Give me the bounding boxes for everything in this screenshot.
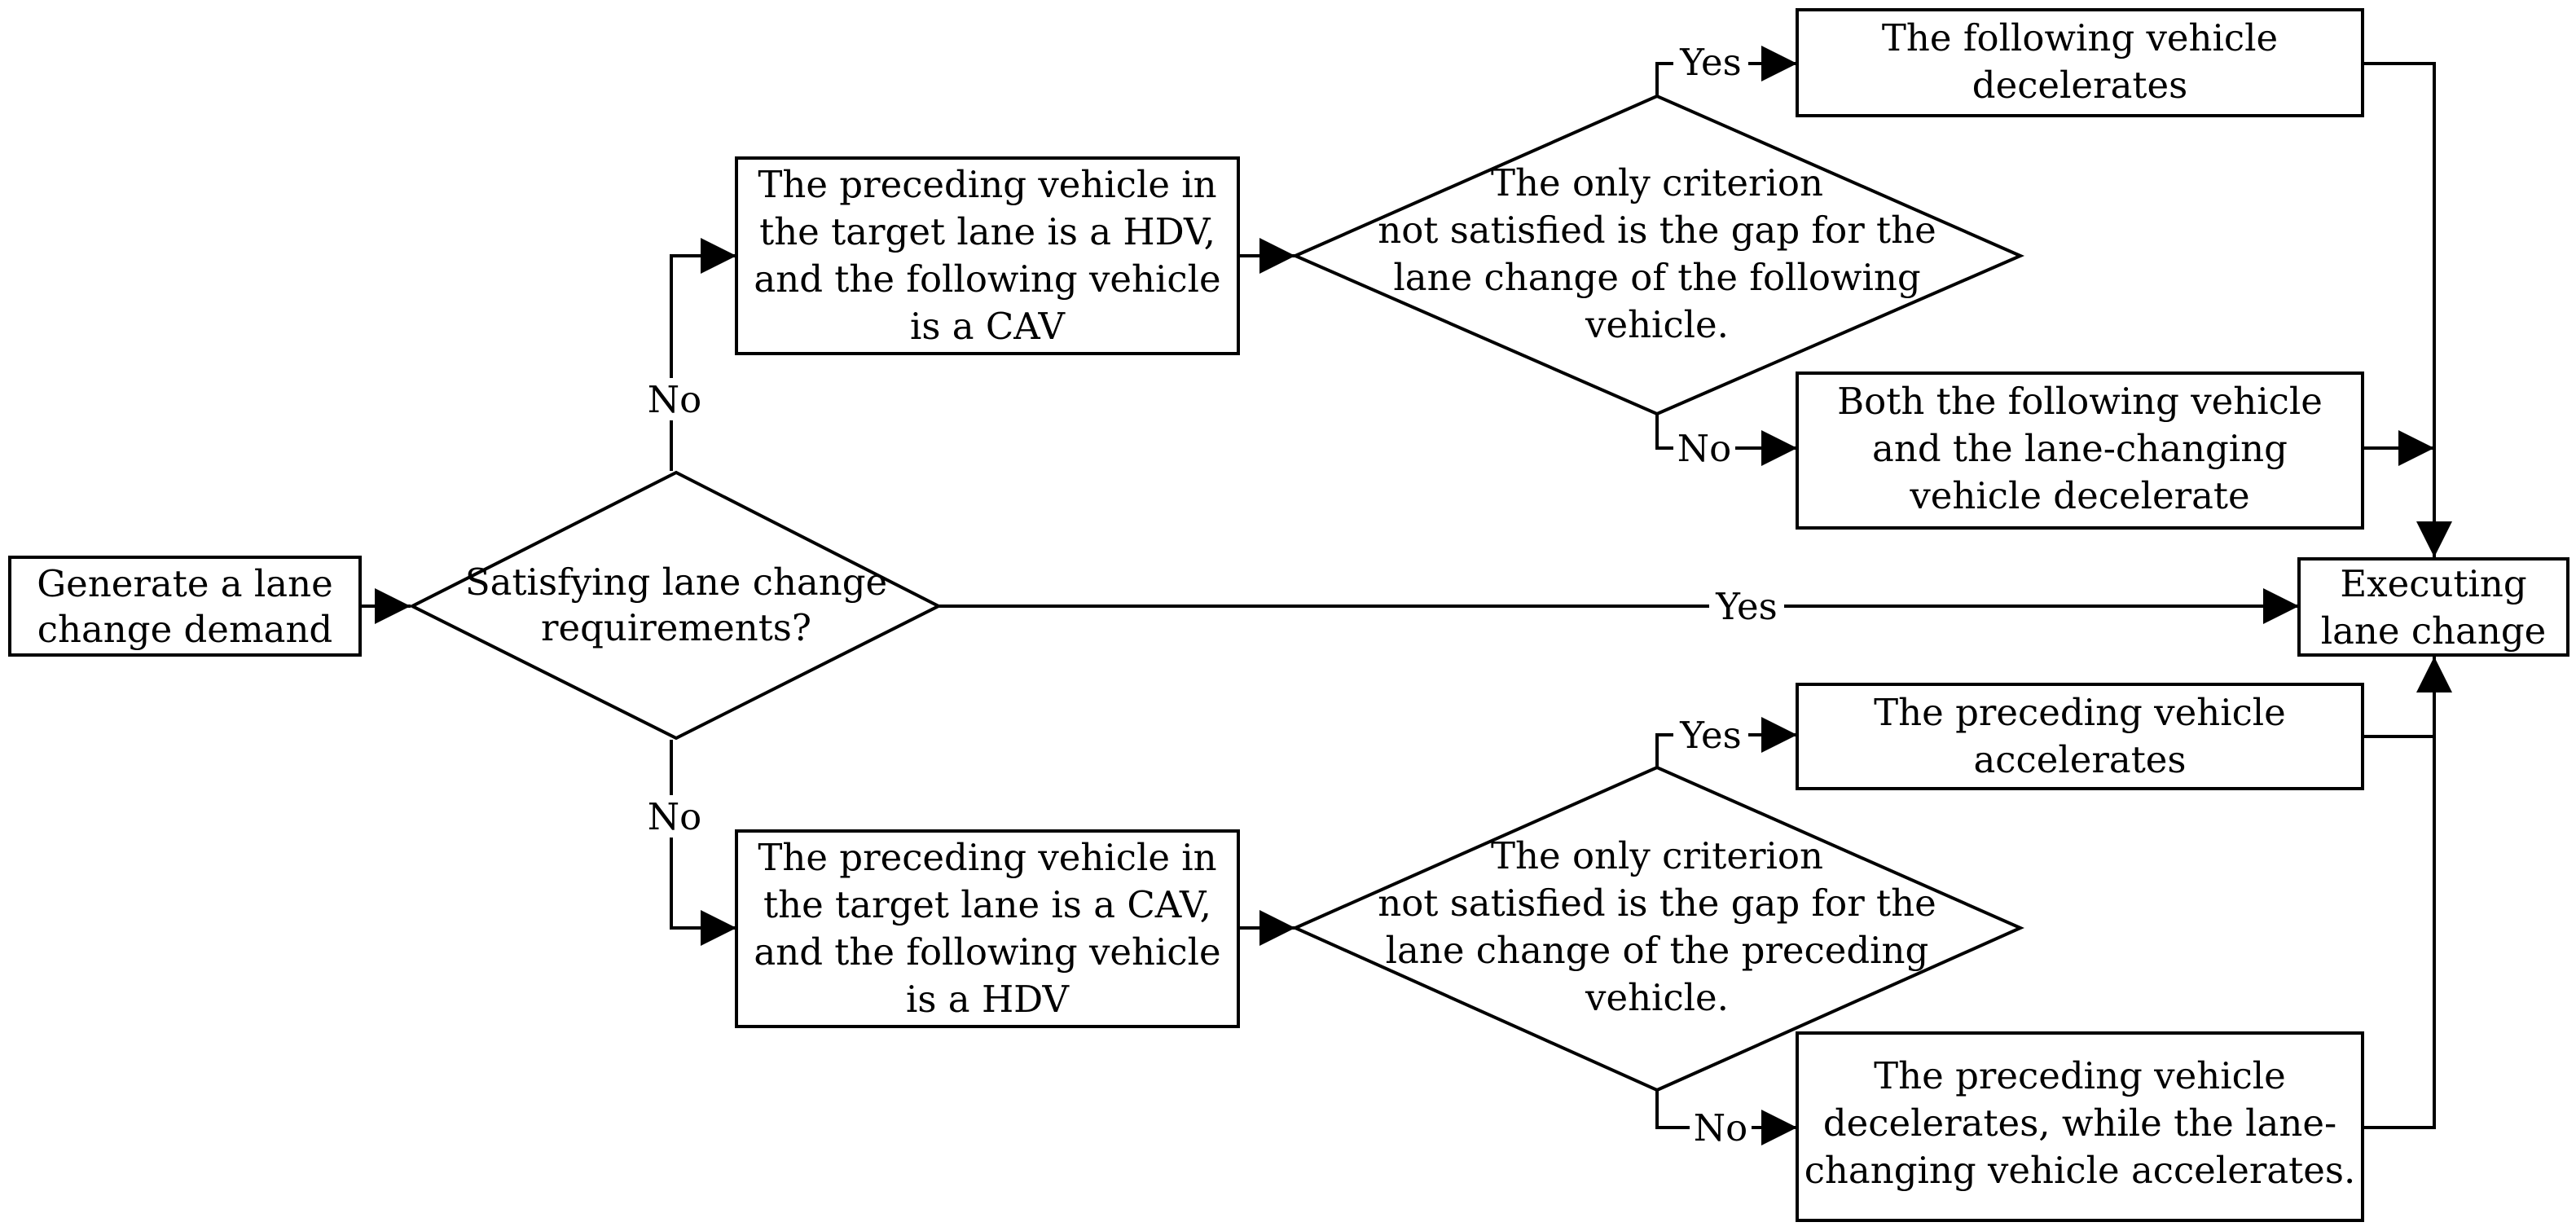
label-main-no-top: No [648,378,701,421]
node-following-decelerates-line-2: decelerates [1972,64,2187,107]
node-hdv-cav-line-3: and the following vehicle [754,257,1220,301]
label-preceding-yes: Yes [1679,714,1742,757]
label-main-yes: Yes [1715,585,1778,628]
decision-following-line-3: lane change of the following [1393,256,1920,299]
node-preceding-accelerates: The preceding vehicle accelerates [1796,683,2364,790]
node-start-line-2: change demand [37,608,332,651]
node-cav-hdv: The preceding vehicle in the target lane… [735,829,1240,1028]
decision-following: The only criterion not satisfied is the … [1291,94,2024,416]
node-hdv-cav-line-2: the target lane is a HDV, [759,210,1215,253]
node-preceding-decelerates: The preceding vehicle decelerates, while… [1796,1031,2364,1222]
node-end-line-2: lane change [2321,609,2547,653]
connector-bottom-merge [2363,655,2436,1129]
node-end: Executing lane change [2297,557,2569,657]
node-both-decelerate: Both the following vehicle and the lane-… [1796,371,2364,530]
node-preceding-decelerates-line-1: The preceding vehicle [1874,1054,2286,1097]
node-following-decelerates-line-1: The following vehicle [1882,16,2278,59]
node-hdv-cav-line-4: is a CAV [910,305,1066,348]
node-following-decelerates: The following vehicle decelerates [1796,8,2364,117]
decision-following-line-4: vehicle. [1585,303,1729,346]
decision-main-line-1: Satisfying lane change [465,561,887,604]
node-end-line-1: Executing [2340,562,2526,605]
label-main-no-bottom: No [648,795,701,838]
node-preceding-accelerates-line-1: The preceding vehicle [1874,691,2286,734]
connector-preceding-yes [1655,717,1797,767]
node-cav-hdv-line-1: The preceding vehicle in [758,836,1216,879]
node-both-decelerate-line-1: Both the following vehicle [1837,380,2323,423]
decision-preceding: The only criterion not satisfied is the … [1291,765,2024,1093]
node-both-decelerate-line-2: and the lane-changing [1872,427,2288,470]
decision-following-line-2: not satisfied is the gap for the [1378,209,1936,252]
node-cav-hdv-line-3: and the following vehicle [754,930,1220,974]
node-hdv-cav: The preceding vehicle in the target lane… [735,156,1240,355]
decision-preceding-line-4: vehicle. [1585,976,1729,1019]
node-cav-hdv-line-4: is a HDV [906,978,1070,1021]
decision-preceding-line-2: not satisfied is the gap for the [1378,881,1936,925]
node-preceding-accelerates-line-2: accelerates [1973,738,2186,781]
node-start-line-1: Generate a lane [37,562,333,605]
connector-following-yes [1655,46,1797,96]
node-cav-hdv-line-2: the target lane is a CAV, [763,883,1211,926]
connector-no-to-hdv-box [670,238,736,471]
decision-preceding-line-3: lane change of the preceding [1386,929,1929,972]
node-preceding-decelerates-line-3: changing vehicle accelerates. [1805,1149,2356,1192]
decision-main: Satisfying lane change requirements? [408,470,943,741]
node-preceding-decelerates-line-2: decelerates, while the lane- [1823,1101,2336,1145]
node-both-decelerate-line-3: vehicle decelerate [1909,474,2249,517]
node-start: Generate a lane change demand [8,556,362,657]
node-hdv-cav-line-1: The preceding vehicle in [758,163,1216,206]
decision-preceding-line-1: The only criterion [1491,834,1823,877]
label-preceding-no: No [1694,1106,1747,1150]
label-following-no: No [1677,427,1731,470]
decision-following-line-1: The only criterion [1491,161,1823,204]
connector-top-merge [2363,62,2436,559]
decision-main-line-2: requirements? [541,606,811,649]
connectors [355,46,2436,1145]
label-following-yes: Yes [1679,41,1742,84]
edge-labels: Yes No No Yes No Yes No [648,41,1784,1150]
connector-following-no [1655,414,1797,466]
